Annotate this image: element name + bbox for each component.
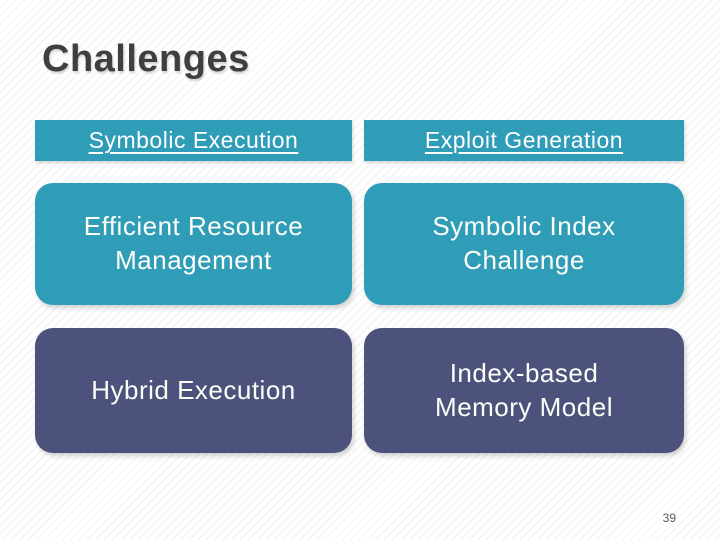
challenge-box-hybrid-execution: Hybrid Execution — [35, 328, 352, 453]
column-header-symbolic-execution: Symbolic Execution — [35, 120, 352, 161]
column-header-label: Exploit Generation — [424, 127, 624, 153]
column-header-exploit-generation: Exploit Generation — [364, 120, 684, 161]
challenge-box-efficient-resource-management: Efficient Resource Management — [35, 183, 352, 305]
slide-page-number: 39 — [662, 511, 676, 525]
challenge-box-symbolic-index-challenge: Symbolic Index Challenge — [364, 183, 684, 305]
column-header-label: Symbolic Execution — [88, 127, 299, 153]
challenge-box-index-based-memory-model: Index-based Memory Model — [364, 328, 684, 453]
page-title: Challenges — [42, 38, 250, 80]
